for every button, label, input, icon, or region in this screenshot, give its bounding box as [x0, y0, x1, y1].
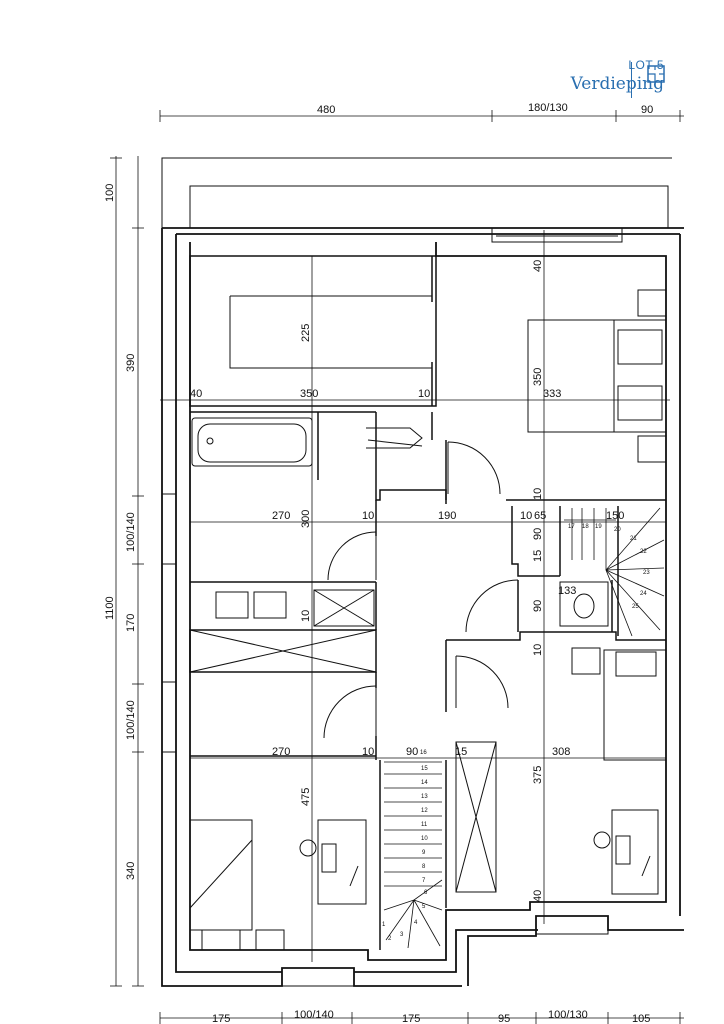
step-16: 16 — [420, 750, 427, 756]
dim-left-3: 170 — [125, 614, 137, 632]
roof-outline — [161, 157, 684, 229]
dim-v3-2: 40 — [532, 890, 544, 902]
dim-left-2: 100/140 — [125, 512, 137, 552]
dim-v1-2: 40 — [532, 260, 544, 272]
step-11: 11 — [421, 822, 428, 828]
step-19: 19 — [595, 524, 602, 530]
dim-r3-0: 270 — [272, 746, 290, 758]
dim-r3-1: 10 — [362, 746, 374, 758]
dim-misc-1: 133 — [558, 585, 576, 597]
step-2: 2 — [388, 936, 392, 942]
step-14: 14 — [421, 780, 428, 786]
step-15: 15 — [421, 766, 428, 772]
dim-v2-4: 90 — [532, 600, 544, 612]
step-7: 7 — [422, 878, 426, 884]
stair-upper — [564, 507, 665, 637]
plan-title: Verdieping — [570, 74, 664, 94]
dim-top-1: 180/130 — [528, 102, 568, 114]
plan-header: LOT 5 Verdieping — [571, 58, 664, 94]
dim-r2-4: 65 — [534, 510, 546, 522]
dim-top-2: 90 — [641, 104, 653, 116]
dim-bottom-4: 100/130 — [548, 1009, 588, 1021]
dim-v2-1: 90 — [532, 528, 544, 540]
dim-left-4: 100/140 — [125, 700, 137, 740]
step-24: 24 — [640, 591, 647, 597]
dim-r3-3: 15 — [455, 746, 467, 758]
dim-r1-0: 40 — [190, 388, 202, 400]
step-18: 18 — [582, 524, 589, 530]
dim-top-0: 480 — [317, 104, 335, 116]
stair-lower — [383, 761, 443, 949]
dim-bottom-5: 105 — [632, 1013, 650, 1024]
dim-left-outer: 1100 — [104, 596, 116, 620]
dim-r2-5: 150 — [606, 510, 624, 522]
dim-r1-2: 10 — [418, 388, 430, 400]
step-21: 21 — [630, 536, 637, 542]
dim-r2-2: 190 — [438, 510, 456, 522]
step-10: 10 — [421, 836, 428, 842]
dim-v2-0: 300 — [300, 510, 312, 528]
floorplan-icon — [647, 65, 665, 83]
dim-v1-1: 350 — [532, 368, 544, 386]
dim-v1-0: 225 — [300, 324, 312, 342]
stair-numbers: 17 18 19 20 21 22 23 24 25 16 15 14 13 1… — [382, 524, 650, 942]
furniture — [189, 289, 667, 951]
dim-r1-3: 333 — [543, 388, 561, 400]
step-22: 22 — [640, 549, 647, 555]
step-6: 6 — [424, 890, 428, 896]
doors — [323, 441, 519, 739]
dim-left-0: 100 — [104, 184, 116, 202]
dim-bottom-2: 175 — [402, 1013, 420, 1024]
dim-v2-2: 15 — [532, 550, 544, 562]
dim-bottom-3: 95 — [498, 1013, 510, 1024]
step-1: 1 — [382, 922, 386, 928]
step-23: 23 — [643, 570, 650, 576]
dim-r2-1: 10 — [362, 510, 374, 522]
step-4: 4 — [414, 920, 418, 926]
dim-bottom-0: 175 — [212, 1013, 230, 1024]
step-3: 3 — [400, 932, 404, 938]
dim-v2-5: 10 — [532, 644, 544, 656]
dim-v3-1: 375 — [532, 766, 544, 784]
dim-left-5: 340 — [125, 862, 137, 880]
step-25: 25 — [632, 604, 639, 610]
dim-texts: 480 180/130 90 1100 100 390 100/140 170 … — [104, 102, 653, 1024]
dim-r1-1: 350 — [300, 388, 318, 400]
dimension-lines — [110, 110, 684, 1024]
dim-r2-0: 270 — [272, 510, 290, 522]
interior-walls — [189, 255, 666, 950]
dim-v3-0: 475 — [300, 788, 312, 806]
step-9: 9 — [422, 850, 426, 856]
dim-r3-2: 90 — [406, 746, 418, 758]
dim-misc-0: 10 — [532, 488, 544, 500]
step-17: 17 — [568, 524, 575, 530]
dim-v2-3: 10 — [300, 610, 312, 622]
step-12: 12 — [421, 808, 428, 814]
dim-bottom-1: 100/140 — [294, 1009, 334, 1021]
step-13: 13 — [421, 794, 428, 800]
dim-r3-4: 308 — [552, 746, 570, 758]
step-5: 5 — [422, 904, 426, 910]
dim-left-1: 390 — [125, 354, 137, 372]
step-20: 20 — [614, 527, 621, 533]
windows — [161, 227, 623, 987]
step-8: 8 — [422, 864, 426, 870]
dim-r2-3: 10 — [520, 510, 532, 522]
header-divider — [631, 62, 632, 98]
